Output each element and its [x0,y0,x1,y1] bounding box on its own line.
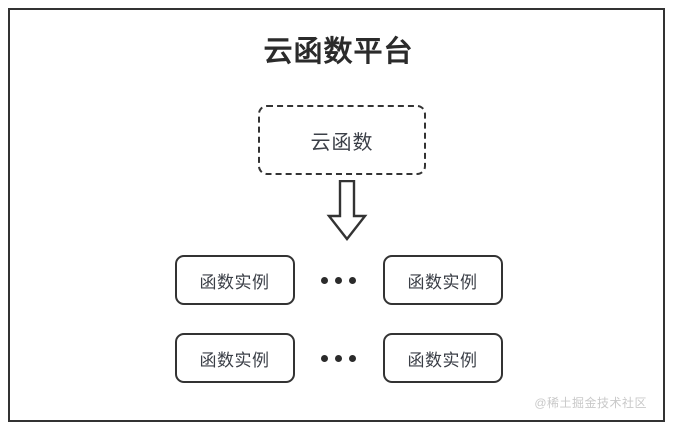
function-instance-label: 函数实例 [407,272,478,292]
ellipsis-dot [321,354,328,362]
ellipsis-dot [335,354,342,362]
cloud-function-node: 云函数 [258,105,426,175]
function-instance-label: 函数实例 [199,350,270,370]
instance-row: 函数实例 函数实例 [10,332,667,384]
function-instance-label: 函数实例 [407,350,478,370]
cloud-function-platform-container: 云函数平台 云函数 函数实例 函数实例 函数实例 [8,8,665,422]
function-instance-box: 函数实例 [382,255,503,305]
function-instance-box: 函数实例 [174,255,295,305]
ellipsis-indicator [295,276,383,284]
ellipsis-dot [349,276,356,284]
ellipsis-dot [321,276,328,284]
watermark-text: @稀土掘金技术社区 [534,396,647,410]
ellipsis-dot [349,354,356,362]
platform-title: 云函数平台 [263,36,414,68]
function-instance-box: 函数实例 [382,333,503,383]
function-instance-box: 函数实例 [174,333,295,383]
ellipsis-indicator [295,354,383,362]
cloud-function-label: 云函数 [310,131,374,154]
down-block-arrow-icon [326,180,368,241]
instance-row: 函数实例 函数实例 [10,254,667,306]
function-instance-label: 函数实例 [199,272,270,292]
ellipsis-dot [335,276,342,284]
